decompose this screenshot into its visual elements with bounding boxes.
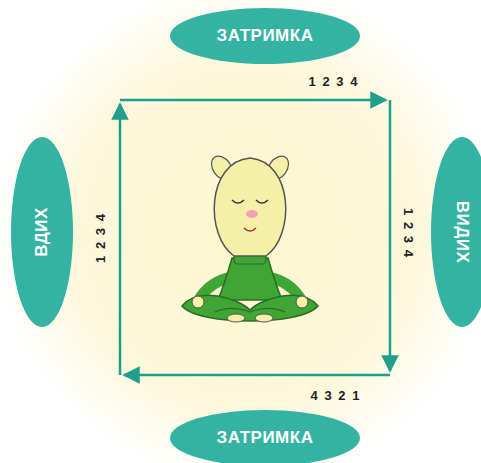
arrow-top (120, 99, 386, 102)
ellipse-fill (170, 410, 360, 463)
count-label: 1 2 3 4 (400, 208, 415, 257)
phase-ellipse: ВДИХ (11, 137, 73, 327)
arrow-bottom (124, 374, 390, 377)
ellipse-fill (431, 137, 481, 327)
count-label: 1 2 3 4 (92, 214, 107, 263)
phase-ellipse: ВИДИХ (431, 137, 481, 327)
phase-ellipse: ЗАТРИМКА (170, 8, 360, 64)
arrow-left (119, 104, 122, 375)
arrow-right (389, 100, 392, 371)
phase-name: ВДИХ (32, 207, 52, 257)
square-arrows (120, 100, 390, 375)
phase-name: ЗАТРИМКА (217, 26, 314, 46)
count-label: 4 3 2 1 (311, 388, 360, 403)
phase-name: ЗАТРИМКА (217, 428, 314, 448)
meditating-figure (182, 152, 318, 322)
count-label: 1 2 3 4 (309, 74, 358, 89)
phase-name: ВИДИХ (452, 201, 472, 264)
phase-ellipse: ЗАТРИМКА (170, 410, 360, 463)
ellipse-fill (11, 137, 73, 327)
ellipse-fill (170, 8, 360, 64)
